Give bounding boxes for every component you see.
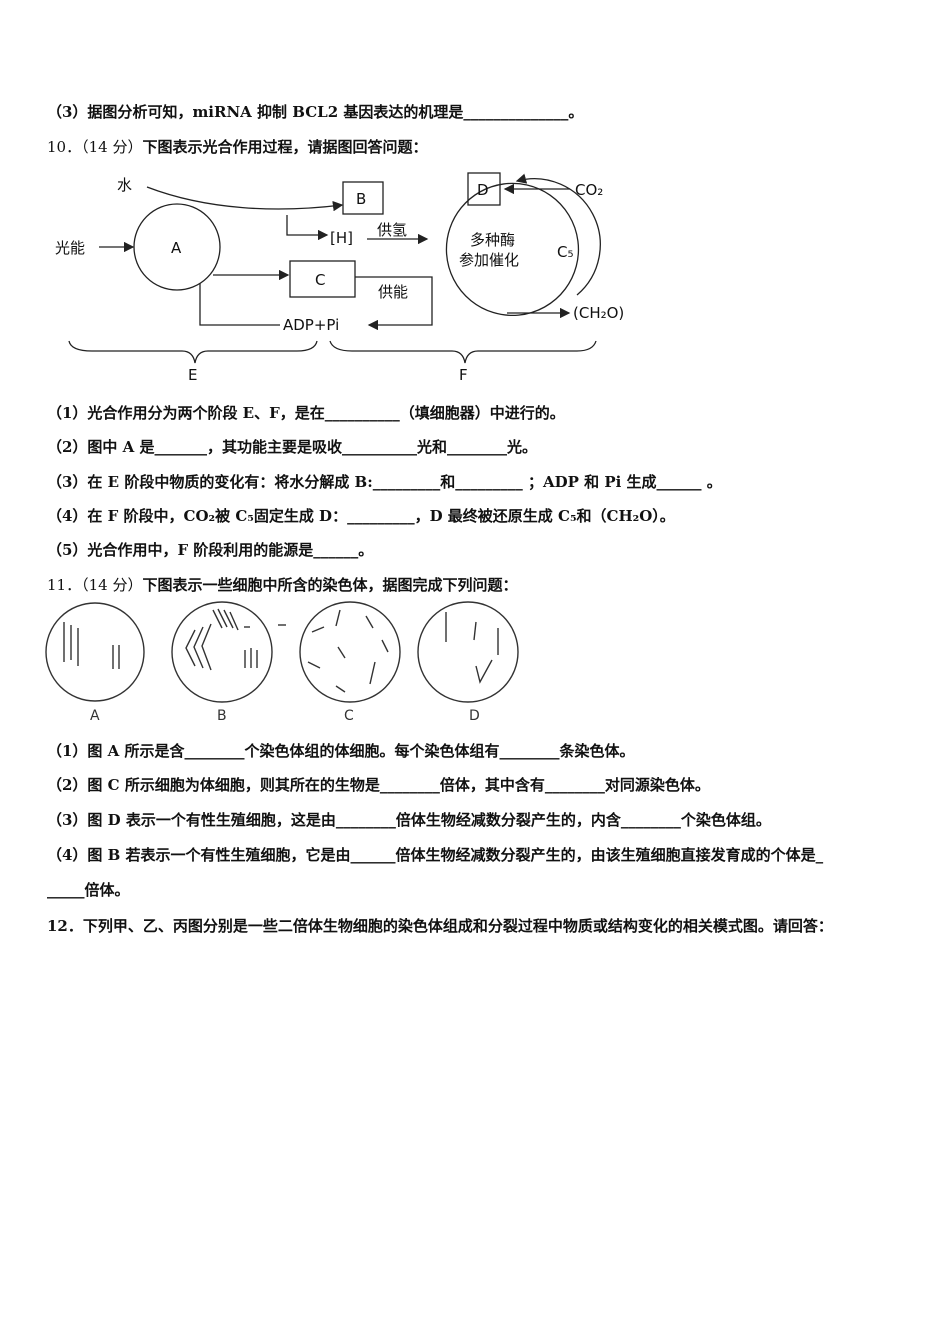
q10-part3: （3）在 E 阶段中物质的变化有：将水分解成 B:_________和_____… — [47, 473, 722, 491]
label-light: 光能 — [55, 239, 85, 257]
q10-part2: （2）图中 A 是_______，其功能主要是吸收__________光和___… — [47, 438, 538, 456]
label-d: D — [477, 181, 489, 199]
label-b: B — [356, 190, 366, 208]
q10-part1: （1）光合作用分为两个阶段 E、F，是在__________（填细胞器）中进行的… — [47, 404, 565, 422]
photosynthesis-diagram: 水 光能 A B [H] 供氢 C 供能 ADP+Pi D CO₂ C₅ 多种酶… — [55, 172, 624, 384]
box-d — [467, 172, 501, 206]
q11-part1: （1）图 A 所示是含________个染色体组的体细胞。每个染色体组有____… — [47, 742, 635, 760]
cell-label-d: D — [469, 708, 480, 724]
cell-b — [171, 601, 273, 703]
chromosome-cells-figure: A B C D — [45, 601, 519, 724]
q9-part3: （3）据图分析可知，miRNA 抑制 BCL2 基因表达的机理是________… — [47, 103, 584, 121]
q11-header: 11．（14 分）下图表示一些细胞中所含的染色体，据图完成下列问题： — [47, 575, 517, 595]
label-a: A — [171, 239, 182, 257]
q10-header: 10．（14 分）下图表示光合作用过程，请据图回答问题： — [47, 137, 427, 157]
label-co2: CO₂ — [575, 181, 603, 199]
cell-a — [45, 602, 145, 702]
cell-label-c: C — [344, 708, 354, 724]
q10-part5: （5）光合作用中，F 阶段利用的能源是______。 — [47, 541, 374, 559]
cell-label-a: A — [90, 708, 100, 724]
q10-score: （14 分） — [81, 138, 143, 156]
label-water: 水 — [117, 176, 132, 194]
label-ch2o: (CH₂O) — [573, 304, 624, 322]
label-f: F — [459, 366, 468, 384]
q10-stem: 下图表示光合作用过程，请据图回答问题： — [142, 138, 428, 156]
q11-score: （14 分） — [81, 576, 143, 594]
cell-label-b: B — [217, 708, 227, 724]
label-h: [H] — [330, 229, 353, 247]
label-c5: C₅ — [557, 243, 574, 261]
q11-stem: 下图表示一些细胞中所含的染色体，据图完成下列问题： — [142, 576, 518, 594]
q12-stem: 12．下列甲、乙、丙图分别是一些二倍体生物细胞的染色体组成和分裂过程中物质或结构… — [47, 917, 833, 935]
cell-d — [417, 601, 519, 703]
box-c — [289, 260, 356, 298]
q11-part2: （2）图 C 所示细胞为体细胞，则其所在的生物是________倍体，其中含有_… — [47, 776, 710, 794]
q10-number: 10． — [47, 138, 82, 156]
label-supply-energy: 供能 — [378, 283, 408, 301]
q11-part4: （4）图 B 若表示一个有性生殖细胞，它是由______倍体生物经减数分裂产生的… — [47, 846, 824, 864]
q11-part3: （3）图 D 表示一个有性生殖细胞，这是由________倍体生物经减数分裂产生… — [47, 811, 771, 829]
label-e: E — [188, 366, 197, 384]
box-b — [342, 181, 384, 215]
q10-part4: （4）在 F 阶段中，CO₂被 C₅固定生成 D：_________，D 最终被… — [47, 507, 675, 525]
calvin-cycle — [445, 184, 580, 316]
q11-number: 11． — [47, 576, 82, 594]
label-supply-h: 供氢 — [377, 221, 407, 239]
q11-part4-cont: _____倍体。 — [47, 881, 130, 899]
label-enzyme-2: 参加催化 — [459, 251, 519, 269]
label-enzyme-1: 多种酶 — [470, 231, 515, 249]
cell-c — [299, 601, 401, 703]
label-c: C — [315, 271, 325, 289]
label-adp: ADP+Pi — [283, 316, 339, 334]
